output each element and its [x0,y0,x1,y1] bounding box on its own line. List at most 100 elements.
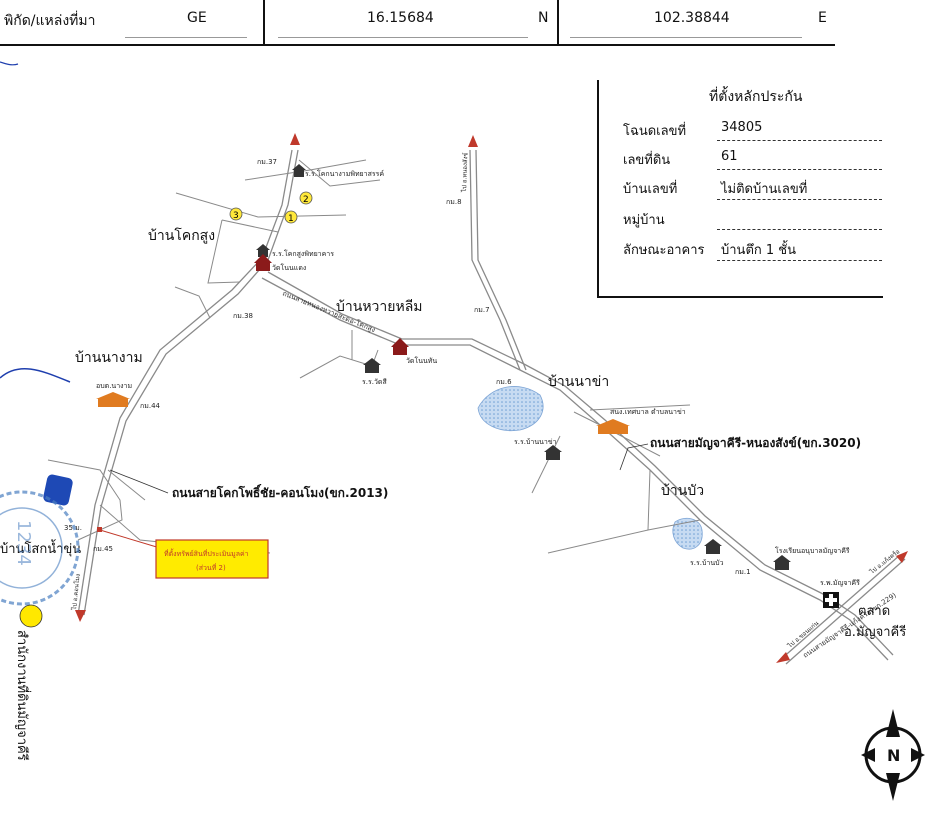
numbered-marker-label: 1 [288,214,294,224]
latitude-value: 16.15684 [367,10,434,26]
land-number-value: 61 [721,149,738,164]
road-minor [221,219,279,233]
km-marker: กม.8 [446,198,462,206]
road-north [469,149,521,371]
numbered-marker-label: 3 [233,211,239,221]
numbered-marker-2: 2 [299,191,313,205]
place-school-nakha: ร.ร.บ้านนาข่า [514,438,557,446]
header-divider [557,0,559,46]
house-number-value: ไม่ติดบ้านเลขที่ [721,182,808,197]
school-icon [292,164,306,177]
source-underline [125,37,247,38]
temple-icon [391,338,409,355]
house-number-label: บ้านเลขที่ [623,182,678,197]
road-end-arrow [896,551,908,563]
road-main-west [77,149,293,616]
callout-leader [99,529,161,549]
road-minor [47,459,123,541]
asset-callout-line2: (ส่วนที่ 2) [196,563,226,572]
road-minor [207,219,241,284]
coord-source-value: GE [187,10,207,26]
school-icon [256,244,270,257]
school-icon [544,445,562,460]
deed-number-value: 34805 [721,120,763,135]
lon-underline [570,37,802,38]
place-temple-khok: วัดโนนแดง [272,263,306,272]
place-hospital: ร.พ.มัญจาคีรี [820,579,860,587]
place-school-watsi: ร.ร.วัดสี [362,378,387,386]
road-minor [175,192,347,218]
row-rule [717,169,882,170]
lat-underline [278,37,528,38]
pen-scribble [0,368,71,383]
place-kindergarten: โรงเรียนอนุบาลมัญจาคีรี [775,546,850,555]
land-office-vertical-label: สำนักงานที่ดินมัญจาคีรี [14,630,31,761]
road-minor [299,349,379,379]
office-icon [596,419,630,434]
land-office-dot [19,604,43,628]
road-end-arrow [290,133,300,145]
header-bottom-rule [0,44,835,46]
place-temple-huai: วัดโนนทัน [406,356,437,365]
asset-callout-box [155,539,269,579]
row-rule [717,140,882,141]
longitude-value: 102.38844 [654,10,730,26]
north-label: N [887,746,900,765]
road-minor [547,529,649,554]
km-marker: กม.38 [233,312,253,320]
office-icon [96,392,130,407]
road-mid [261,277,889,661]
asset-location-marker [97,527,102,532]
road-label-leader [109,469,169,494]
km-marker: กม.45 [93,545,113,553]
road-end-arrow [468,135,478,147]
road-end-label: ไป อ.คอนโมง [70,573,82,611]
km-marker: กม.44 [140,402,161,410]
school-icon [363,358,381,373]
road-label-manchakhiri: ถนนสายมัญจาคีรี-หนองสังข์(ขก.3020) [650,436,861,450]
village-sakna: บ้านโสกน้ำขุ่น [0,539,81,557]
village-nangam: บ้านนางาม [75,350,143,366]
row-rule [717,199,882,200]
village-bua: บ้านบัว [661,483,704,499]
coordinate-header: พิกัด/แหล่งที่มา GE 16.15684 N 102.38844… [0,0,835,46]
road-minor [647,469,701,531]
school-icon [704,539,722,554]
info-title: ที่ตั้งหลักประกัน [709,89,803,105]
village-nakha: บ้านนาข่า [548,374,609,390]
temple-icon [254,254,272,271]
hospital-icon [823,592,839,608]
place-market: ตลาด [858,604,890,619]
road-minor [589,404,691,411]
road-main-west [83,149,299,616]
road-label-leader [619,443,649,471]
reservoir [43,474,73,506]
road-minor [531,435,561,494]
km-marker: กม.6 [496,378,512,386]
village-khoksung: บ้านโคกสูง [148,227,215,244]
collateral-info-box: ที่ตั้งหลักประกัน โฉนดเลขที่ 34805 เลขที… [597,80,883,298]
land-office-stamp: 1234 [0,490,80,606]
road-end-label: ไป อ.หนองสังข์ [460,152,469,193]
road-end-arrow [776,652,790,663]
numbered-marker-label: 2 [303,195,309,205]
school-icon [773,555,791,570]
road-label-khokphochai: ถนนสายโคกโพธิ์ชัย-คอนโมง(ขก.2013) [172,484,388,500]
road-end-label: ไป อ.แก้งคร้อ [868,547,902,576]
place-school-bua: ร.ร.บ้านบัว [690,559,724,567]
road-br [779,554,901,661]
place-obt-nakha: สนง.เทศบาล ตำบลนาข่า [610,408,686,416]
place-school-top: ร.ร.โคกนางามพิทยาสรรค์ [305,169,384,178]
road-br [785,558,906,665]
km-marker: กม.37 [257,158,277,166]
village-huaiyaem: บ้านหวายหลีม [336,299,423,315]
place-obt-nangam: อบต.นางาม [96,382,132,390]
road-minor [298,159,381,187]
pond [672,517,703,550]
road-minor [107,469,146,501]
road-minor [174,286,211,319]
km-marker: กม.1 [735,568,751,576]
longitude-dir: E [818,10,827,26]
pond [477,386,544,432]
